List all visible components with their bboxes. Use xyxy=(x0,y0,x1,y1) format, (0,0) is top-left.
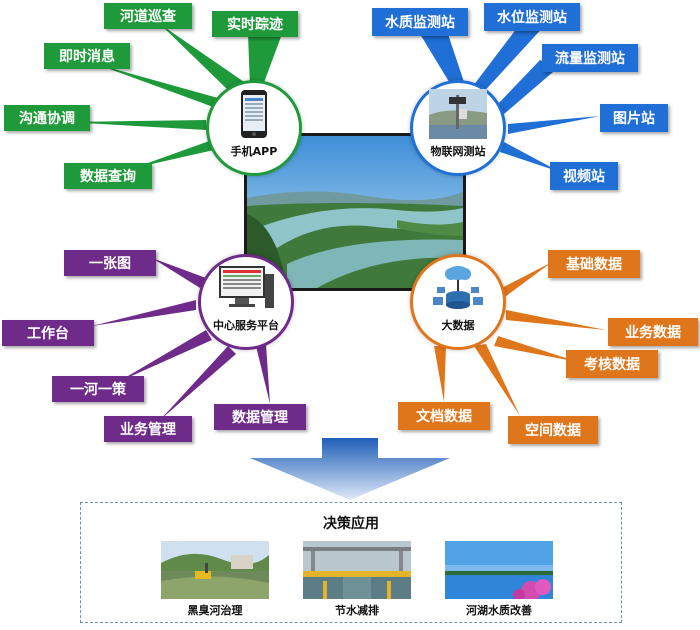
hub-label: 大数据 xyxy=(441,319,475,332)
tag-realtime-track: 实时踪迹 xyxy=(212,11,298,37)
application-label: 河湖水质改善 xyxy=(466,604,532,617)
tag-picture-station: 图片站 xyxy=(600,104,668,132)
hub-label: 物联网测站 xyxy=(430,145,486,158)
tag-assessment-data: 考核数据 xyxy=(566,350,658,378)
tag-water-quality-station: 水质监测站 xyxy=(372,8,468,36)
mobile-app-hub: 手机APP xyxy=(206,80,302,176)
tag-document-data: 文档数据 xyxy=(398,402,490,430)
application-label: 黑臭河治理 xyxy=(187,604,243,617)
application-item: 黑臭河治理 xyxy=(161,541,269,618)
tag-river-patrol: 河道巡查 xyxy=(104,3,192,29)
tag-one-river-one-policy: 一河一策 xyxy=(52,376,144,402)
hub-label: 中心服务平台 xyxy=(213,319,279,332)
down-arrow-icon xyxy=(250,438,450,500)
cloud-database-icon xyxy=(427,261,489,315)
smartphone-icon xyxy=(223,87,285,141)
iot-station-hub: 物联网测站 xyxy=(410,80,506,176)
tag-coordination: 沟通协调 xyxy=(4,105,90,131)
tag-workbench: 工作台 xyxy=(2,320,94,346)
tag-spatial-data: 空间数据 xyxy=(508,416,598,444)
application-item: 河湖水质改善 xyxy=(445,541,553,618)
tag-one-map: 一张图 xyxy=(64,250,156,276)
server-computer-icon xyxy=(215,261,277,315)
tag-flow-station: 流量监测站 xyxy=(542,44,638,72)
lake-water-quality-photo xyxy=(445,541,553,599)
tag-data-management: 数据管理 xyxy=(214,404,306,430)
big-data-hub: 大数据 xyxy=(410,254,506,350)
application-label: 节水减排 xyxy=(335,604,379,617)
application-item: 节水减排 xyxy=(303,541,411,618)
tag-water-level-station: 水位监测站 xyxy=(484,3,580,31)
hub-label: 手机APP xyxy=(230,145,278,158)
central-platform-hub: 中心服务平台 xyxy=(198,254,294,350)
monitoring-station-icon xyxy=(427,87,489,141)
tag-business-management: 业务管理 xyxy=(104,416,192,442)
tag-business-data: 业务数据 xyxy=(608,318,698,346)
water-saving-plant-photo xyxy=(303,541,411,599)
decision-title: 决策应用 xyxy=(323,516,379,532)
tag-instant-message: 即时消息 xyxy=(44,43,130,69)
decision-application-panel: 决策应用 黑臭河治理 xyxy=(80,502,622,623)
black-odorous-river-photo xyxy=(161,541,269,599)
tag-data-query: 数据查询 xyxy=(64,163,152,189)
tag-basic-data: 基础数据 xyxy=(548,250,640,278)
tag-video-station: 视频站 xyxy=(550,162,618,190)
